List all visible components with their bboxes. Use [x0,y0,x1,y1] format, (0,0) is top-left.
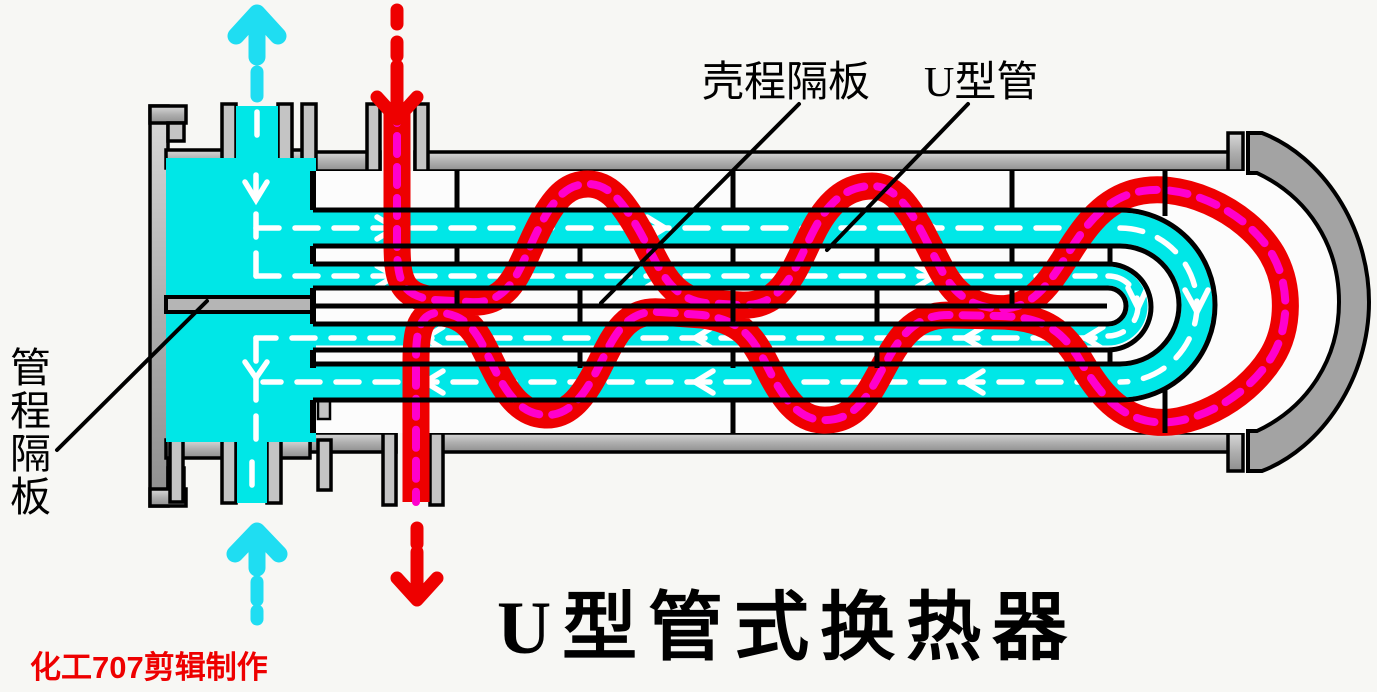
tube-outlet-nozzle-wall [220,438,238,505]
shell-end-cap [1246,131,1372,473]
shell-baffles [454,171,1168,433]
tube-partition-char: 程 [10,388,51,434]
diagram-title: U型管式换热器 [497,587,1078,670]
header-left-lip [148,104,188,125]
tube-partition-char: 隔 [10,431,51,477]
leader-line-tube-partition [55,299,209,452]
shell-inlet-nozzle-wall [365,102,382,173]
outer-u-tube-inner-wall [313,243,1182,367]
shell-outlet-nozzle-wall [428,431,445,507]
header-bottom-tab [168,438,185,504]
tube-side-top-arrow [227,4,287,103]
header-bottom-tab [316,438,333,492]
shell-side-bottom-arrow [390,521,444,607]
tube-partition-label: 管 程 隔 板 [10,345,51,520]
tube-partition-char: 板 [10,474,51,520]
shell-outlet-nozzle-wall [381,431,398,507]
inner-u-tube-outer-wall [313,261,1154,353]
leader-lines [55,102,970,452]
shell-baffle-label: 壳程隔板 [702,60,870,106]
leader-line-u-tube [825,102,970,252]
shell-top-wall [413,150,1232,173]
shell-flange-tab [1226,431,1245,473]
tube-pass-partition-plate [164,295,316,314]
watermark-text: 化工707剪辑制作 [30,650,268,685]
shell-side-flow [383,101,1299,506]
tube-outlet-nozzle-wall [265,438,283,505]
leader-line-shell-baffle [599,102,801,305]
shell-side-trace-dashes [393,101,1290,506]
shell-bottom-wall [428,431,1232,454]
inner-u-tube-inner-wall [313,285,1129,327]
tube-walls [313,207,1218,403]
shell-side-top-arrow [370,3,424,126]
tube-side-bottom-arrow [226,522,288,626]
tube-partition-char: 管 [10,345,51,391]
outer-u-tube-outer-wall [313,207,1218,403]
shell-inlet-nozzle-wall [413,102,430,173]
shell-flange-tab [1226,131,1245,173]
header-step [166,121,186,143]
u-tube-label: U型管 [924,60,1038,106]
